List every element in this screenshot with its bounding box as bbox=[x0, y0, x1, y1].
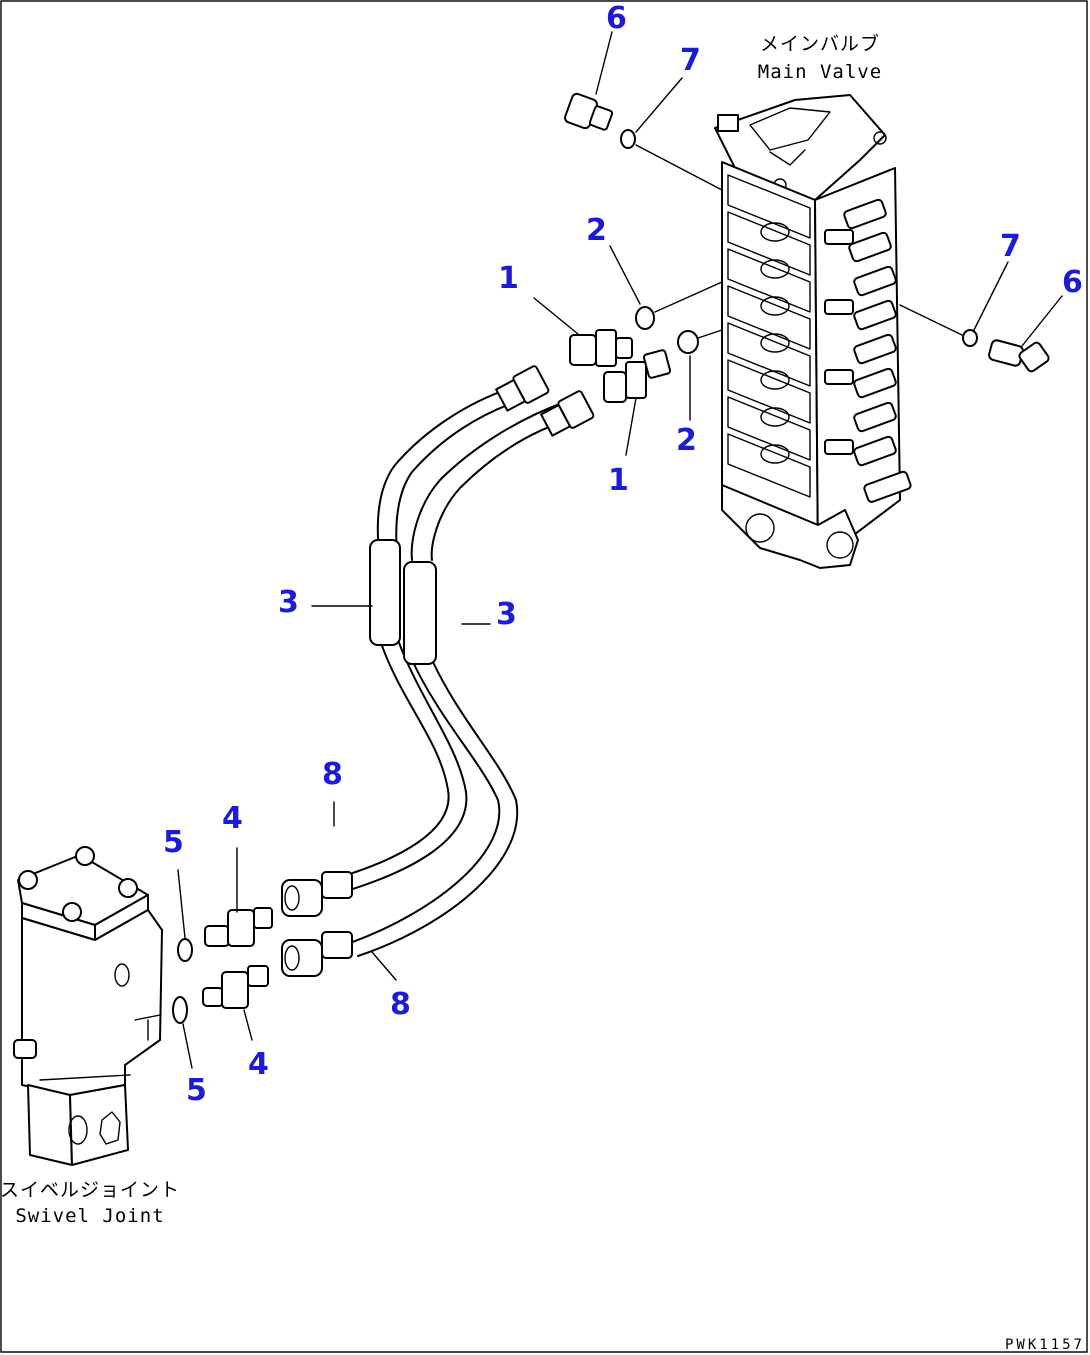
swivel-joint-label-en: Swivel Joint bbox=[15, 1205, 164, 1227]
callout-6-left: 6 bbox=[606, 1, 627, 36]
plug-6-left bbox=[564, 92, 614, 131]
adapter-1-lower bbox=[603, 349, 672, 403]
o-ring-2-upper bbox=[635, 306, 655, 330]
callout-1-lower: 1 bbox=[608, 463, 629, 498]
callout-4-lower: 4 bbox=[248, 1047, 269, 1082]
callout-5-lower: 5 bbox=[186, 1073, 207, 1108]
callout-7-right: 7 bbox=[1000, 229, 1021, 264]
callout-5-upper: 5 bbox=[163, 825, 184, 860]
o-ring-2-lower bbox=[677, 330, 699, 354]
o-ring-7-right bbox=[962, 329, 978, 347]
callout-4-upper: 4 bbox=[222, 801, 243, 836]
hose-assemblies bbox=[281, 365, 595, 977]
drawing-code: PWK1157 bbox=[1005, 1337, 1085, 1353]
main-valve-label-en: Main Valve bbox=[758, 61, 882, 83]
callout-1-upper: 1 bbox=[498, 261, 519, 296]
hose-sleeve-right bbox=[403, 561, 437, 665]
swivel-joint bbox=[13, 846, 163, 1166]
hose-sleeve-left bbox=[369, 539, 401, 646]
main-valve bbox=[714, 94, 912, 569]
o-ring-5-lower bbox=[172, 996, 188, 1024]
plug-6-right bbox=[988, 339, 1050, 373]
callout-numbers: 6 7 2 1 2 1 7 6 3 3 8 8 4 4 5 5 bbox=[163, 1, 1083, 1108]
adapter-4-upper bbox=[204, 907, 273, 947]
adapter-4-lower bbox=[202, 965, 269, 1009]
valve-side-fittings bbox=[824, 198, 912, 503]
swivel-joint-label-jp: スイベルジョイント bbox=[0, 1179, 180, 1201]
o-ring-7-left bbox=[620, 129, 636, 149]
leader-lines bbox=[177, 31, 1063, 1069]
callout-3-left: 3 bbox=[278, 585, 299, 620]
o-ring-5-upper bbox=[177, 938, 193, 962]
main-valve-label-jp: メインバルブ bbox=[760, 32, 880, 55]
callout-7-left: 7 bbox=[680, 43, 701, 78]
valve-sections bbox=[727, 174, 811, 498]
callout-3-right: 3 bbox=[496, 597, 517, 632]
adapter-1-upper bbox=[569, 329, 633, 367]
callout-6-right: 6 bbox=[1062, 265, 1083, 300]
callout-2-upper: 2 bbox=[586, 213, 607, 248]
callout-2-lower: 2 bbox=[676, 423, 697, 458]
assembly-lines bbox=[635, 144, 963, 339]
callout-8-upper: 8 bbox=[322, 757, 343, 792]
callout-8-lower: 8 bbox=[390, 987, 411, 1022]
